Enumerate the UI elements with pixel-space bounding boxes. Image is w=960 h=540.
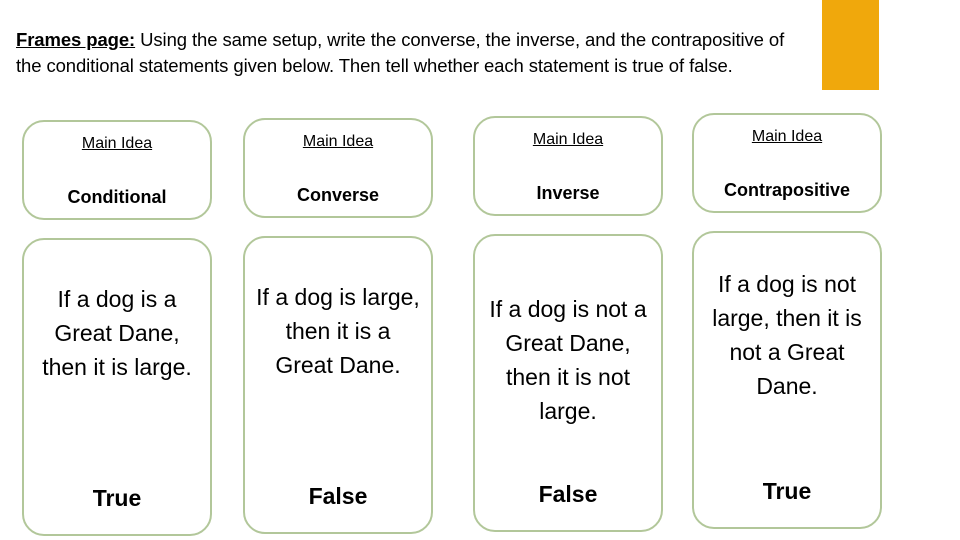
main-idea-label: Main Idea bbox=[302, 133, 374, 150]
orange-accent-bar bbox=[822, 0, 879, 90]
column-conditional: Main Idea Conditional If a dog is a Grea… bbox=[22, 120, 212, 536]
header-card-contrapositive[interactable]: Main Idea Contrapositive bbox=[692, 113, 882, 213]
main-idea-label: Main Idea bbox=[751, 128, 823, 145]
body-card-inverse[interactable]: If a dog is not a Great Dane, then it is… bbox=[473, 234, 663, 532]
statement-type-label: Conditional bbox=[67, 187, 167, 207]
verdict-label: True bbox=[762, 478, 812, 504]
body-card-conditional[interactable]: If a dog is a Great Dane, then it is lar… bbox=[22, 238, 212, 536]
header-card-inverse[interactable]: Main Idea Inverse bbox=[473, 116, 663, 216]
instruction-paragraph: Frames page: Using the same setup, write… bbox=[16, 27, 806, 79]
statement-text: If a dog is large, then it is a Great Da… bbox=[256, 284, 420, 378]
instruction-body-text: Using the same setup, write the converse… bbox=[16, 28, 785, 76]
statement-text: If a dog is a Great Dane, then it is lar… bbox=[42, 286, 192, 380]
statement-text: If a dog is not a Great Dane, then it is… bbox=[489, 296, 647, 424]
statement-type-label: Inverse bbox=[536, 183, 600, 203]
verdict-label: False bbox=[538, 481, 598, 507]
column-converse: Main Idea Converse If a dog is large, th… bbox=[243, 118, 433, 534]
main-idea-label: Main Idea bbox=[532, 131, 604, 148]
body-card-contrapositive[interactable]: If a dog is not large, then it is not a … bbox=[692, 231, 882, 529]
column-inverse: Main Idea Inverse If a dog is not a Grea… bbox=[473, 116, 663, 532]
statement-type-label: Converse bbox=[296, 185, 380, 205]
statement-text: If a dog is not large, then it is not a … bbox=[712, 271, 862, 399]
statement-type-label: Contrapositive bbox=[723, 180, 851, 200]
instruction-lead-label: Frames page: bbox=[16, 28, 136, 50]
header-card-converse[interactable]: Main Idea Converse bbox=[243, 118, 433, 218]
header-card-conditional[interactable]: Main Idea Conditional bbox=[22, 120, 212, 220]
verdict-label: False bbox=[308, 483, 368, 509]
column-contrapositive: Main Idea Contrapositive If a dog is not… bbox=[692, 113, 882, 529]
main-idea-label: Main Idea bbox=[81, 135, 153, 152]
verdict-label: True bbox=[92, 485, 142, 511]
body-card-converse[interactable]: If a dog is large, then it is a Great Da… bbox=[243, 236, 433, 534]
